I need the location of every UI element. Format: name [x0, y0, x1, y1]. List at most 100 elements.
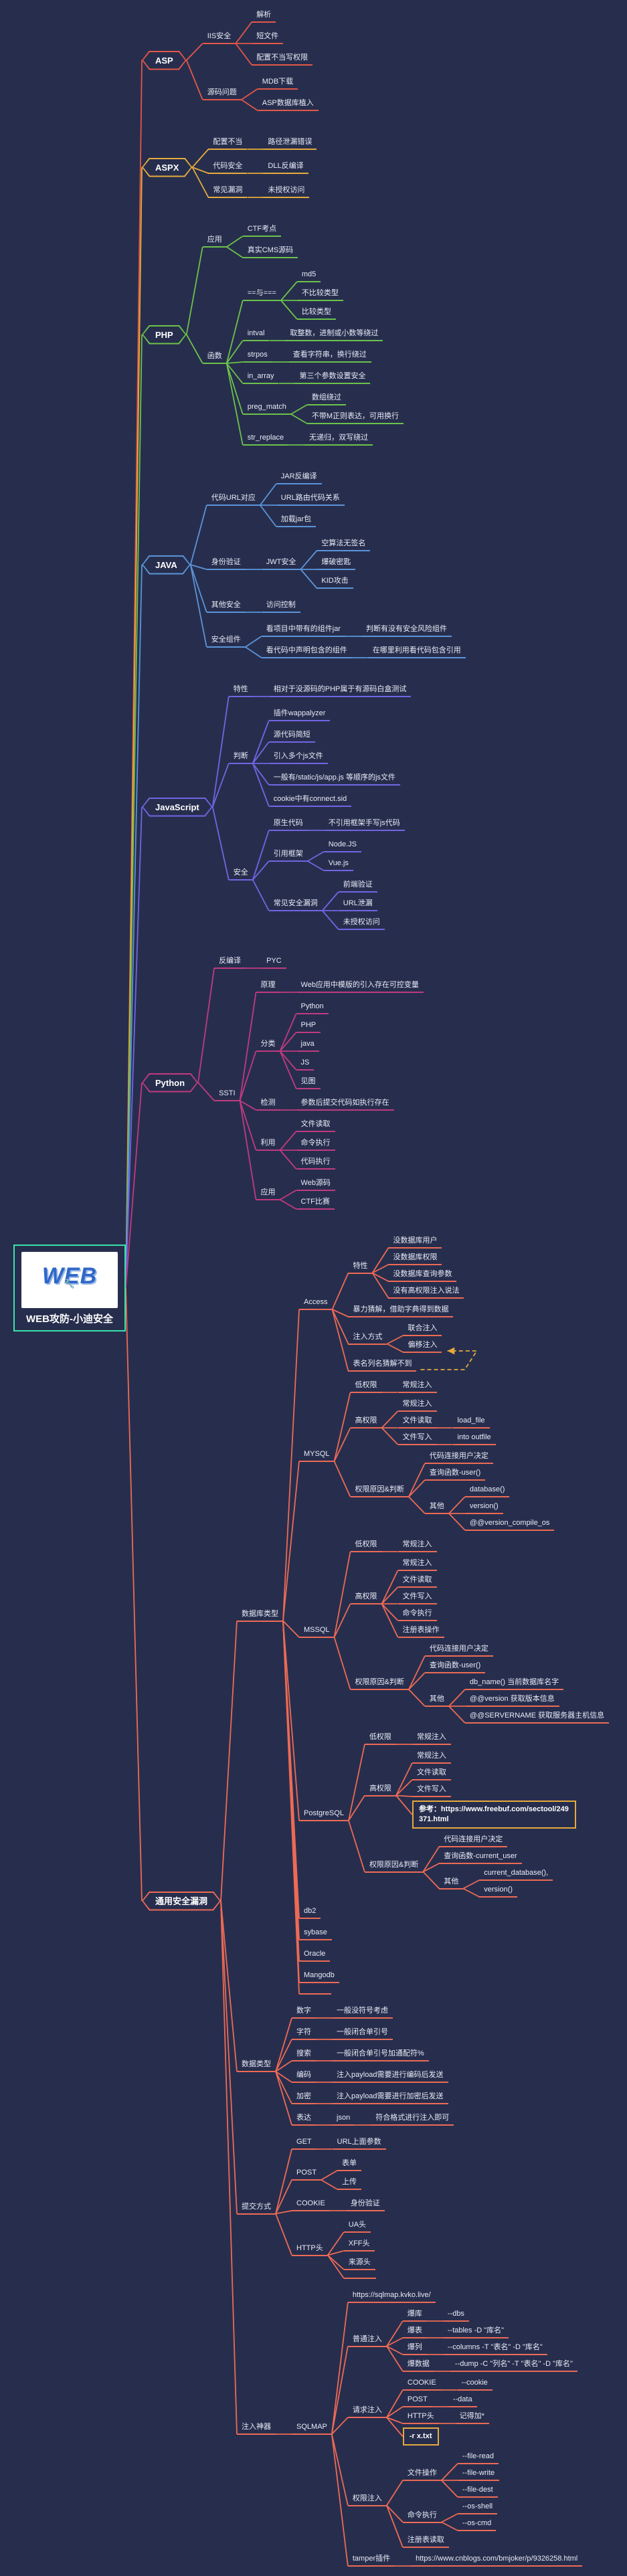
map-node[interactable]: Web源码: [296, 1178, 335, 1191]
map-node[interactable]: 特性: [228, 684, 253, 697]
map-node[interactable]: 函数: [202, 351, 227, 364]
map-node[interactable]: 相对于没源码的PHP属于有源码白盒测试: [268, 684, 412, 697]
map-node[interactable]: 权限注入: [347, 2493, 387, 2506]
map-node[interactable]: 不比较类型: [296, 288, 343, 301]
map-node[interactable]: 表单: [337, 2158, 361, 2171]
map-node[interactable]: 字符: [292, 2027, 317, 2040]
map-node[interactable]: PHP: [296, 1020, 321, 1033]
map-node[interactable]: CTF比赛: [296, 1196, 335, 1210]
map-node[interactable]: cookie中有connect.sid: [268, 794, 352, 807]
map-node[interactable]: 数据类型: [237, 2059, 276, 2072]
map-node[interactable]: 第三个参数设置安全: [294, 371, 371, 384]
map-node[interactable]: 低权限: [364, 1732, 396, 1745]
map-node[interactable]: --cookie: [456, 2377, 492, 2391]
map-node[interactable]: 联合注入: [403, 1323, 442, 1336]
map-node[interactable]: 常规注入: [412, 1732, 451, 1745]
map-node[interactable]: 查询函数-user(): [424, 1660, 486, 1673]
map-node[interactable]: 加密: [292, 2091, 317, 2104]
map-node[interactable]: JAR反编译: [276, 471, 322, 484]
map-node[interactable]: 安全组件: [206, 634, 246, 648]
map-node[interactable]: 不引用框架手写js代码: [323, 818, 405, 831]
map-node[interactable]: 注入方式: [348, 1331, 387, 1345]
map-node[interactable]: 低权限: [350, 1539, 382, 1552]
branch-php[interactable]: PHP: [142, 325, 187, 345]
map-node[interactable]: 请求注入: [347, 2405, 387, 2418]
map-node[interactable]: str_replace: [242, 432, 289, 446]
map-node[interactable]: 配置不当写权限: [252, 52, 313, 66]
map-node[interactable]: 注册表操作: [397, 1625, 444, 1638]
map-node[interactable]: 查询函数-current_user: [439, 1851, 522, 1864]
map-node[interactable]: intval: [242, 328, 270, 341]
map-node[interactable]: 代码执行: [296, 1156, 335, 1170]
map-node[interactable]: 权限原因&判断: [350, 1677, 409, 1690]
map-node[interactable]: 短文件: [252, 31, 284, 44]
map-node[interactable]: 注入神器: [237, 2421, 276, 2435]
map-node[interactable]: 前端验证: [338, 879, 377, 893]
map-node[interactable]: 权限原因&判断: [364, 1859, 424, 1873]
map-node[interactable]: 检测: [256, 1097, 280, 1111]
map-node[interactable]: Node.JS: [323, 839, 361, 852]
map-node[interactable]: Web应用中模版的引入存在可控变量: [296, 980, 424, 993]
map-node[interactable]: 爆数据: [402, 2359, 434, 2372]
map-node[interactable]: current_database(),: [479, 1867, 553, 1881]
map-node[interactable]: XFF头: [343, 2238, 375, 2251]
branch-asp[interactable]: ASP: [142, 51, 187, 70]
map-node[interactable]: Mangodb: [299, 1970, 339, 1983]
map-node[interactable]: 普通注入: [347, 2334, 387, 2347]
map-node[interactable]: 代码安全: [208, 161, 248, 174]
map-node[interactable]: 查询函数-user(): [424, 1467, 486, 1481]
map-node[interactable]: 参数后提交代码如执行存在: [296, 1097, 394, 1111]
map-node[interactable]: Oracle: [299, 1948, 331, 1962]
map-node[interactable]: 代码URL对应: [206, 492, 260, 506]
map-node[interactable]: 常规注入: [397, 1380, 437, 1393]
map-node[interactable]: [343, 2276, 376, 2279]
map-node[interactable]: DLL反编译: [263, 161, 308, 174]
map-node[interactable]: Vue.js: [323, 858, 353, 871]
map-node[interactable]: JWT安全: [261, 557, 301, 570]
map-node[interactable]: --file-dest: [457, 2484, 498, 2498]
map-node[interactable]: 其他: [439, 1876, 464, 1890]
map-node[interactable]: strpos: [242, 349, 272, 363]
map-node[interactable]: 注入payload需要进行加密后发送: [332, 2091, 448, 2104]
map-node[interactable]: ASP数据库植入: [257, 98, 319, 111]
map-node[interactable]: 表名列名猜解不到: [348, 1358, 417, 1372]
map-node[interactable]: 提交方式: [237, 2201, 276, 2215]
map-node[interactable]: 命令执行: [402, 2510, 442, 2523]
map-node[interactable]: md5: [296, 269, 321, 282]
map-node[interactable]: 一般闭合单引号加通配符%: [332, 2048, 429, 2061]
map-node[interactable]: 一般闭合单引号: [332, 2027, 393, 2040]
map-node[interactable]: 权限原因&判断: [350, 1484, 409, 1497]
map-node[interactable]: 路径泄漏错误: [263, 136, 317, 150]
map-node[interactable]: KID攻击: [317, 575, 353, 589]
map-node[interactable]: URL泄漏: [338, 898, 377, 911]
map-node[interactable]: 判断: [228, 751, 253, 764]
map-node[interactable]: version(): [464, 1501, 503, 1514]
map-node[interactable]: 常规注入: [397, 1558, 437, 1571]
map-node[interactable]: 应用: [256, 1187, 280, 1200]
map-node[interactable]: ==与===: [242, 288, 281, 301]
map-node[interactable]: --data: [448, 2394, 477, 2407]
map-node[interactable]: 数组绕过: [306, 392, 346, 405]
map-node[interactable]: 原理: [256, 980, 280, 993]
map-node[interactable]: 一般有/static/js/app.js 等顺序的js文件: [268, 772, 400, 786]
map-node[interactable]: @@version 获取版本信息: [464, 1693, 559, 1707]
map-node[interactable]: POST: [402, 2394, 432, 2407]
map-node[interactable]: 数字: [292, 2005, 317, 2019]
branch-common-vulns[interactable]: 通用安全漏洞: [142, 1892, 221, 1911]
map-node[interactable]: SSTI: [214, 1088, 240, 1101]
map-node[interactable]: 插件wappalyzer: [268, 708, 331, 721]
map-node[interactable]: 文件读取: [412, 1767, 451, 1780]
map-node[interactable]: 真实CMS源码: [242, 245, 298, 258]
map-node[interactable]: --tables -D "库名": [442, 2325, 509, 2338]
map-node[interactable]: Python: [296, 1001, 329, 1014]
map-node[interactable]: 爆列: [402, 2342, 427, 2355]
map-node[interactable]: --file-read: [457, 2451, 499, 2464]
map-node[interactable]: 无递归，双写绕过: [304, 432, 373, 446]
map-node[interactable]: in_array: [242, 371, 279, 384]
map-node[interactable]: 文件写入: [412, 1784, 451, 1797]
map-node[interactable]: --os-shell: [457, 2501, 498, 2514]
map-node[interactable]: CTF考点: [242, 223, 282, 237]
map-node[interactable]: 安全: [228, 867, 253, 881]
map-node[interactable]: --columns -T "表名" -D "库名": [442, 2342, 547, 2355]
